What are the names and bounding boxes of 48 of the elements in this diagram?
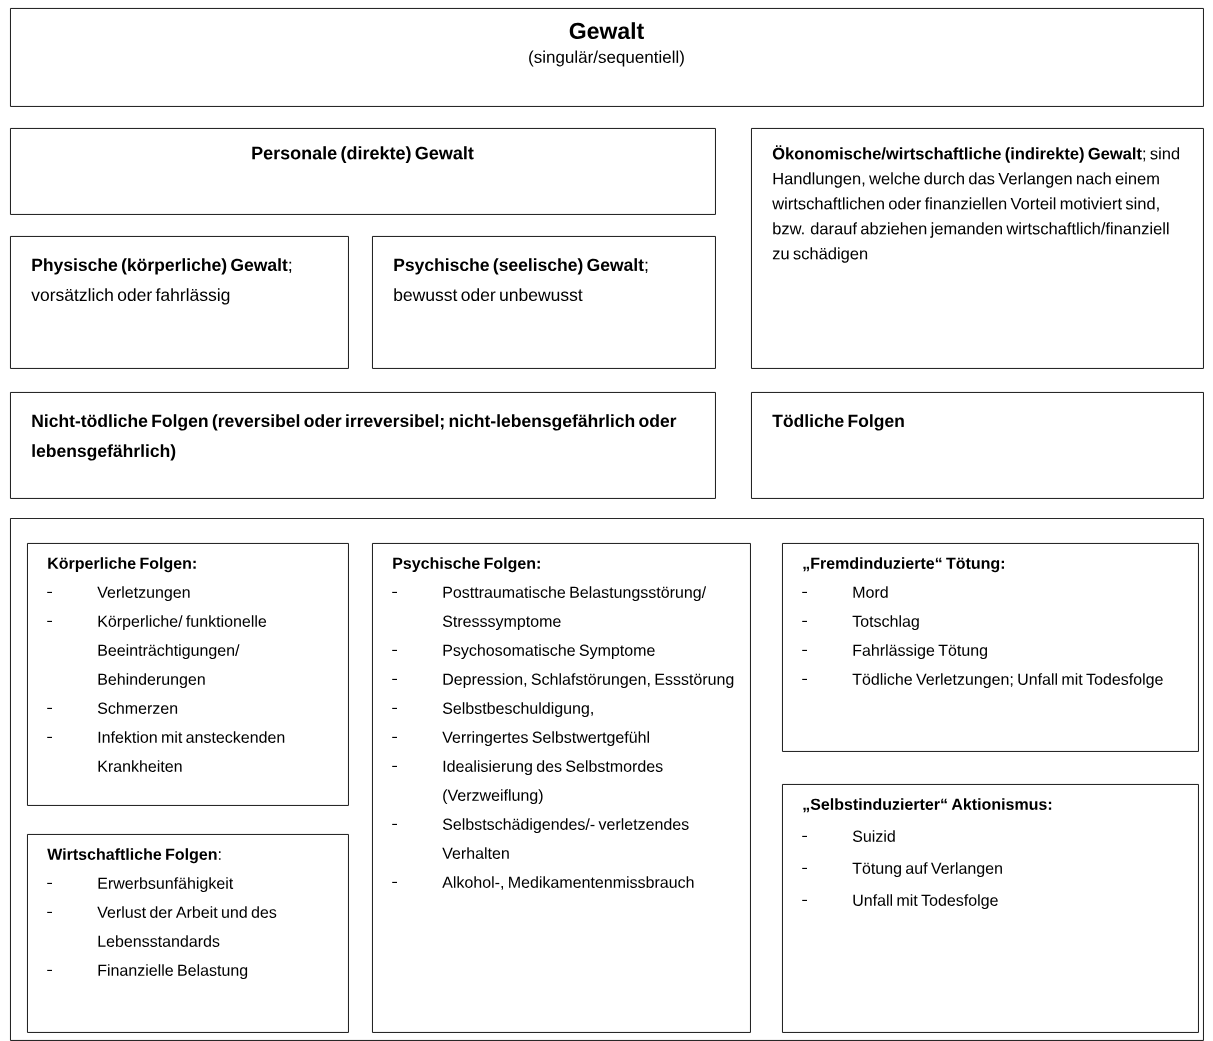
list-item: Idealisierung des Selbstmordes (Verzweiflung) — [391, 760, 663, 805]
list-item: Erwerbsunfähigkeit — [46, 877, 234, 893]
list-item: Posttraumatische Belastungsstörung/ Stresssymptome — [391, 586, 707, 631]
list-item: Psychosomatische Symptome — [391, 644, 655, 660]
text-box — [10, 236, 349, 369]
text-box — [751, 128, 1204, 369]
panel-box — [10, 518, 1204, 1041]
box-text: Tödliche Folgen — [772, 414, 904, 431]
list-box — [782, 543, 1199, 752]
text-box — [372, 236, 716, 369]
list-item: Tödliche Verletzungen; Unfall mit Todesfolge — [801, 673, 1163, 689]
list-item: Schmerzen — [46, 702, 178, 714]
list-box — [27, 543, 349, 806]
list-heading: „Fremdinduzierte“ Tötung: — [803, 557, 1004, 573]
list-item: Verlust der Arbeit und des Lebensstandards — [46, 906, 277, 947]
list-item: Unfall mit Todesfolge — [801, 894, 998, 910]
list-heading: Psychische Folgen: — [393, 557, 540, 573]
box-text: Physische (körperliche) Gewalt; vorsätzlich oder fahrlässig — [31, 258, 292, 305]
list-item: Alkohol-, Medikamentenmissbrauch — [391, 876, 694, 890]
list-item: Verletzungen — [46, 586, 190, 602]
box-text: Ökonomische/wirtschaftliche (indirekte) Gewalt; sind Handlungen, welche durch das Verlangen nach einem wirtschaftlichen oder finanziellen Vorteil motiviert sind, bzw. darauf abziehen jemanden wirtschaftlich/finanziell zu schädigen — [772, 145, 1180, 263]
list-item: Selbstschädigendes/- verletzendes Verhalten — [391, 818, 689, 859]
heading: Personale (direkte) Gewalt — [252, 146, 474, 163]
list-item: Depression, Schlafstörungen, Essstörung — [391, 673, 734, 689]
box-text: Nicht-tödliche Folgen (reversibel oder irreversibel; nicht-lebensgefährlich oder lebensgefährlich) — [32, 414, 677, 461]
text-box — [751, 392, 1204, 499]
list-box — [782, 784, 1199, 1033]
list-item: Verringertes Selbstwertgefühl — [391, 731, 649, 747]
text-box — [10, 392, 716, 499]
text-box — [10, 8, 1204, 107]
list-item: Körperliche/ funktionelle Beeinträchtigungen/ Behinderungen — [46, 615, 267, 689]
list-heading: Körperliche Folgen: — [48, 557, 196, 573]
list-item: Finanzielle Belastung — [46, 964, 248, 980]
heading: Gewalt — [569, 22, 644, 40]
list-item: Selbstbeschuldigung, — [391, 702, 593, 718]
list-item: Suizid — [801, 830, 895, 842]
list-item: Mord — [801, 586, 888, 598]
list-item: Tötung auf Verlangen — [801, 862, 1002, 878]
box-text: Psychische (seelische) Gewalt; bewusst oder unbewusst — [394, 258, 648, 302]
text-box — [10, 128, 716, 215]
list-item: Infektion mit ansteckenden Krankheiten — [46, 731, 285, 772]
list-box — [372, 543, 751, 1033]
list-box — [27, 834, 349, 1033]
list-heading: Wirtschaftliche Folgen: — [47, 848, 221, 864]
subheading: (singulär/sequentiell) — [529, 50, 684, 67]
list-item: Fahrlässige Tötung — [801, 644, 987, 660]
list-item: Totschlag — [801, 615, 919, 631]
list-heading: „Selbstinduzierter“ Aktionismus: — [803, 798, 1052, 813]
